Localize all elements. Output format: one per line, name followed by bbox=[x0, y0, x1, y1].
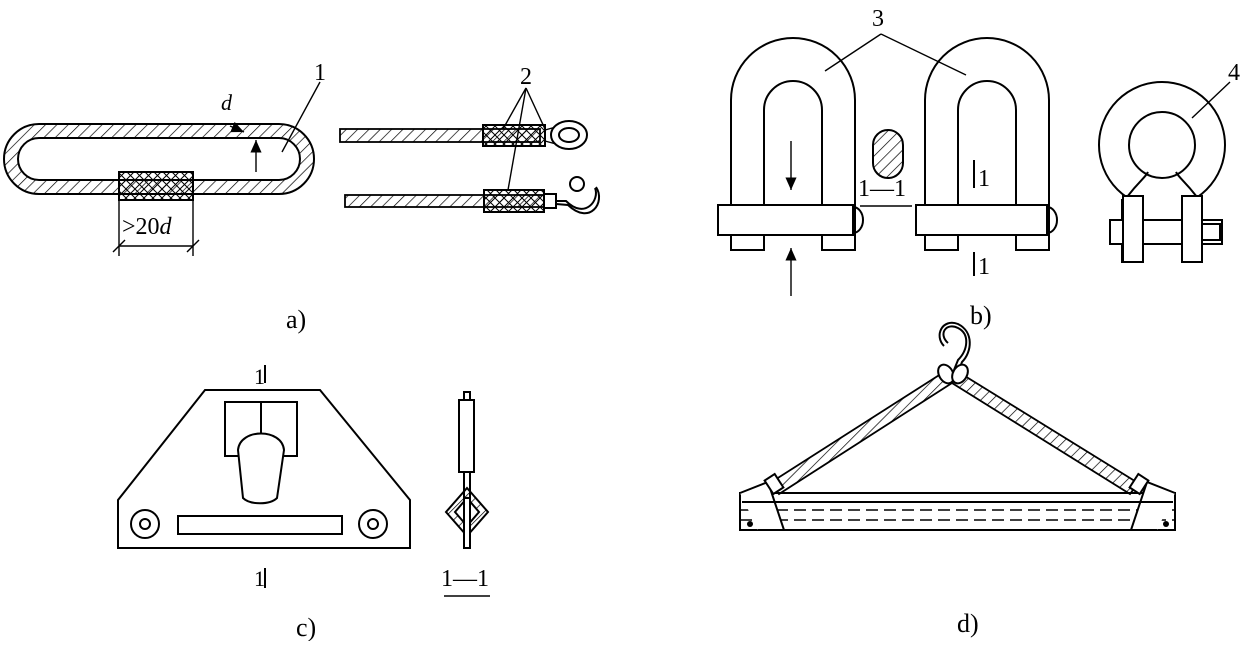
crane-hook bbox=[937, 321, 971, 385]
rope-with-eye bbox=[339, 120, 588, 150]
callout-3-leader-b bbox=[880, 33, 967, 76]
panel-d: d) bbox=[739, 321, 1176, 638]
slot bbox=[177, 515, 343, 535]
panel-a: d >20d 1 bbox=[3, 60, 601, 334]
cut-mark-top-b: 1 bbox=[978, 166, 990, 192]
shackle-left bbox=[717, 37, 864, 296]
plate-section: 1—1 bbox=[441, 391, 490, 597]
cut-mark-bottom-c: 1 bbox=[254, 566, 265, 591]
callout-2-leader-a bbox=[502, 87, 527, 130]
hook-sleeve bbox=[483, 189, 545, 213]
endless-sling bbox=[3, 123, 315, 201]
caption-d: d) bbox=[957, 609, 979, 638]
section-label-b: 1—1 bbox=[858, 176, 906, 202]
shackle-right: 1 1 bbox=[915, 37, 1058, 280]
callout-1-leader bbox=[281, 81, 321, 153]
sleeve-clamp bbox=[118, 171, 194, 201]
callout-4-leader bbox=[1191, 81, 1231, 119]
cut-mark-bottom-b: 1 bbox=[978, 254, 990, 280]
caption-c: c) bbox=[296, 613, 316, 641]
callout-3: 3 bbox=[872, 6, 884, 32]
panel-c: 1 1 1—1 c) bbox=[117, 364, 490, 642]
section-label-c: 1—1 bbox=[441, 566, 489, 592]
callout-2-leader-b bbox=[525, 87, 546, 130]
spreader-beam bbox=[739, 480, 1176, 531]
dim-length-label: >20d bbox=[122, 214, 173, 240]
sling-legs bbox=[763, 370, 1150, 496]
rope-with-hook bbox=[344, 176, 601, 214]
callout-4: 4 bbox=[1228, 60, 1240, 86]
pin-section: 1—1 bbox=[858, 129, 912, 207]
dimension-d: d bbox=[221, 90, 262, 172]
callout-2: 2 bbox=[520, 64, 532, 90]
callout-2-leader-c bbox=[507, 87, 527, 191]
panel-b: 1—1 1 1 3 bbox=[717, 6, 1240, 330]
cut-mark-top-c: 1 bbox=[254, 364, 265, 389]
caption-a: a) bbox=[286, 305, 306, 334]
caption-b: b) bbox=[970, 301, 992, 330]
callout-1: 1 bbox=[314, 60, 326, 86]
eye-sleeve bbox=[482, 124, 546, 147]
dimension-length: >20d bbox=[112, 200, 200, 256]
dim-d-label: d bbox=[221, 90, 233, 115]
bow-shackle bbox=[1098, 81, 1226, 263]
callout-3-leader-a bbox=[824, 33, 882, 72]
lifting-plate: 1 1 bbox=[117, 364, 411, 591]
